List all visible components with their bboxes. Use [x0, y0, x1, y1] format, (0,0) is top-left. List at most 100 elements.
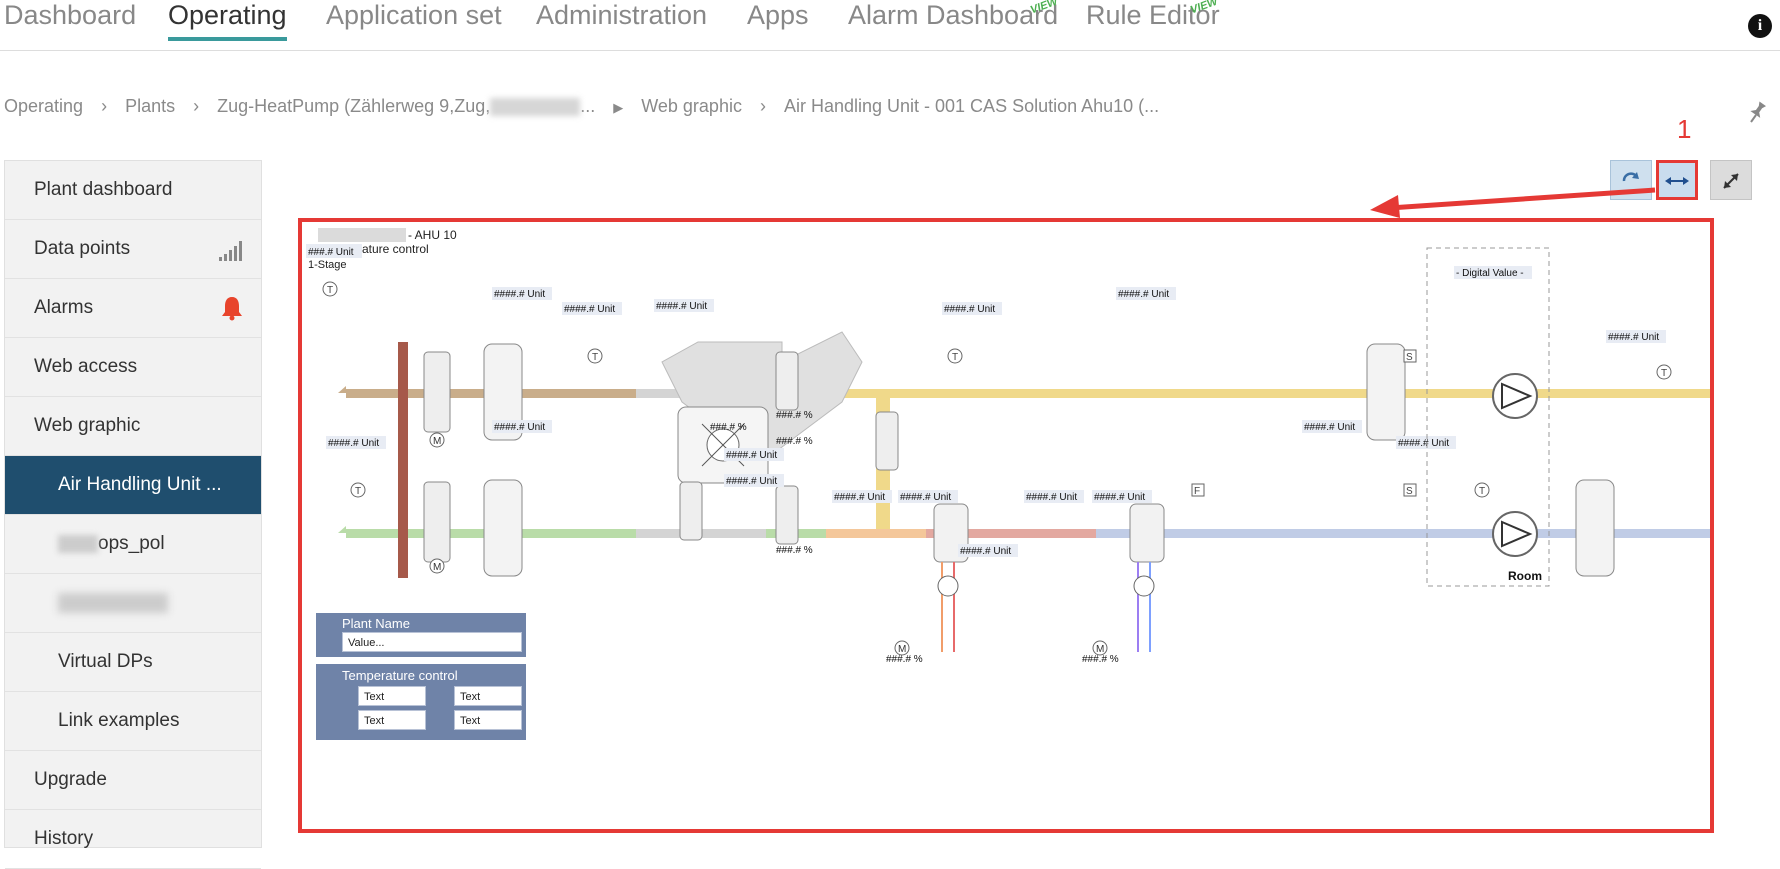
- web-graphic-canvas[interactable]: - AHU 10 ature control ###.# Unit 1-Stag…: [298, 218, 1714, 833]
- sidebar-item-web-graphic[interactable]: Web graphic: [5, 397, 261, 456]
- triangle-right-icon: ▶: [613, 100, 624, 115]
- sidebar-item-label: ops_pol: [98, 533, 165, 554]
- redacted-text: [318, 228, 406, 242]
- fullscreen-button[interactable]: [1710, 160, 1752, 200]
- motor-symbol: M: [1096, 644, 1104, 655]
- value-readout: ####.# Unit: [564, 304, 615, 315]
- sidebar-item-web-access[interactable]: Web access: [5, 338, 261, 397]
- temp-sensor-symbol: T: [327, 285, 333, 296]
- damper: [423, 351, 451, 433]
- sidebar-item-link-examples[interactable]: Link examples: [5, 692, 261, 751]
- sidebar-item-ops-pol[interactable]: ops_pol: [5, 515, 261, 574]
- value-readout: ####.# Unit: [494, 289, 545, 300]
- bell-icon: [222, 297, 242, 321]
- temp-sensor-symbol: T: [1661, 368, 1667, 379]
- breadcrumb-plant-label: Zug-HeatPump (Zählerweg 9,Zug,: [217, 96, 491, 116]
- refresh-icon: [1622, 172, 1639, 182]
- ahu-subtitle: ature control: [362, 242, 429, 256]
- breadcrumb-current[interactable]: Air Handling Unit - 001 CAS Solution Ahu…: [783, 96, 1160, 116]
- percent-readout: ###.# %: [710, 422, 747, 433]
- damper: [679, 481, 703, 541]
- tab-administration[interactable]: Administration: [536, 0, 708, 30]
- percent-readout: ###.# %: [1082, 654, 1119, 665]
- sidebar-item-label: History: [34, 828, 94, 849]
- stage-label: 1-Stage: [308, 259, 347, 271]
- sidebar-item-redacted[interactable]: [5, 574, 261, 633]
- filter: [1575, 479, 1615, 577]
- breadcrumb-plants[interactable]: Plants: [125, 96, 176, 116]
- tab-rule-editor[interactable]: Rule Editor: [1086, 0, 1220, 30]
- redacted-text: [490, 98, 581, 117]
- motor-symbol: M: [898, 644, 906, 655]
- value-readout: ####.# Unit: [1094, 492, 1145, 503]
- breadcrumb: Operating › Plants › Zug-HeatPump (Zählerweg…: [4, 96, 1159, 117]
- heating-duct: [926, 529, 1096, 538]
- filter: [483, 343, 523, 441]
- text-field[interactable]: Text: [358, 686, 426, 706]
- value-readout: ####.# Unit: [494, 422, 545, 433]
- ahu-title: - AHU 10: [408, 228, 457, 242]
- value-readout: ####.# Unit: [726, 476, 777, 487]
- text-field[interactable]: Text: [454, 686, 522, 706]
- breadcrumb-operating[interactable]: Operating: [4, 96, 84, 116]
- filter: [483, 479, 523, 577]
- temperature-control-panel: Temperature control Text Text Text Text: [316, 664, 526, 740]
- text-field[interactable]: Text: [454, 710, 522, 730]
- tab-dashboard[interactable]: Dashboard: [4, 0, 137, 30]
- sidebar-item-plant-dashboard[interactable]: Plant dashboard: [5, 161, 261, 220]
- sidebar-item-data-points[interactable]: Data points: [5, 220, 261, 279]
- breadcrumb-ellipsis: ...: [580, 96, 596, 116]
- breadcrumb-web-graphic[interactable]: Web graphic: [641, 96, 742, 116]
- ahu-schematic: - AHU 10 ature control ###.# Unit 1-Stag…: [306, 228, 1710, 665]
- percent-readout: ###.# %: [776, 545, 813, 556]
- flow-symbol: F: [1194, 486, 1200, 497]
- chevron-right-icon: ›: [759, 96, 766, 116]
- chevron-right-icon: ›: [101, 96, 108, 116]
- value-readout: ####.# Unit: [1304, 422, 1355, 433]
- top-nav: Dashboard Operating Application set Admi…: [0, 0, 1780, 51]
- damper: [775, 351, 799, 411]
- plant-value-field[interactable]: Value...: [342, 632, 522, 652]
- sidebar-item-history[interactable]: History: [5, 810, 261, 869]
- pin-icon[interactable]: [1745, 100, 1769, 132]
- switch-symbol: S: [1406, 486, 1413, 497]
- value-readout: ###.# Unit: [308, 247, 354, 258]
- sidebar-item-virtual-dps[interactable]: Virtual DPs: [5, 633, 261, 692]
- building-wall: [398, 342, 408, 578]
- fit-width-button[interactable]: [1656, 160, 1698, 200]
- supply-air-duct: [826, 529, 926, 538]
- sidebar-item-upgrade[interactable]: Upgrade: [5, 751, 261, 810]
- damper: [775, 485, 799, 545]
- plant-name-panel: Plant Name Value...: [316, 613, 526, 657]
- sidebar-item-label: Air Handling Unit ...: [58, 474, 222, 495]
- info-icon[interactable]: i: [1748, 14, 1772, 38]
- return-air-duct: [1096, 529, 1346, 538]
- percent-readout: ###.# %: [776, 410, 813, 421]
- expand-icon: [1723, 173, 1739, 189]
- temp-sensor-symbol: T: [1479, 486, 1485, 497]
- tab-application-set[interactable]: Application set: [326, 0, 502, 30]
- percent-readout: ###.# %: [776, 436, 813, 447]
- sidebar-item-label: Web graphic: [34, 415, 141, 436]
- value-readout: ####.# Unit: [1608, 332, 1659, 343]
- switch-symbol: S: [1406, 352, 1413, 363]
- sidebar-item-label: Upgrade: [34, 769, 107, 790]
- percent-readout: ###.# %: [886, 654, 923, 665]
- sidebar: Plant dashboard Data points Alarms Web a…: [4, 160, 262, 869]
- temp-sensor-symbol: T: [355, 486, 361, 497]
- sidebar-item-label: Link examples: [58, 710, 180, 731]
- pump: [937, 575, 959, 597]
- temp-sensor-symbol: T: [952, 352, 958, 363]
- annotation-arrow: [1370, 187, 1656, 218]
- breadcrumb-plant[interactable]: Zug-HeatPump (Zählerweg 9,Zug,...: [217, 96, 595, 117]
- tab-alarm-dashboard[interactable]: Alarm Dashboard: [848, 0, 1059, 30]
- tab-apps[interactable]: Apps: [747, 0, 809, 30]
- sidebar-item-label: Plant dashboard: [34, 179, 173, 200]
- sidebar-item-air-handling-unit[interactable]: Air Handling Unit ...: [5, 456, 261, 515]
- text-field[interactable]: Text: [358, 710, 426, 730]
- sidebar-item-alarms[interactable]: Alarms: [5, 279, 261, 338]
- value-readout: ####.# Unit: [656, 301, 707, 312]
- tab-operating[interactable]: Operating: [168, 0, 287, 41]
- value-readout: ####.# Unit: [328, 438, 379, 449]
- redacted-text: [58, 592, 168, 613]
